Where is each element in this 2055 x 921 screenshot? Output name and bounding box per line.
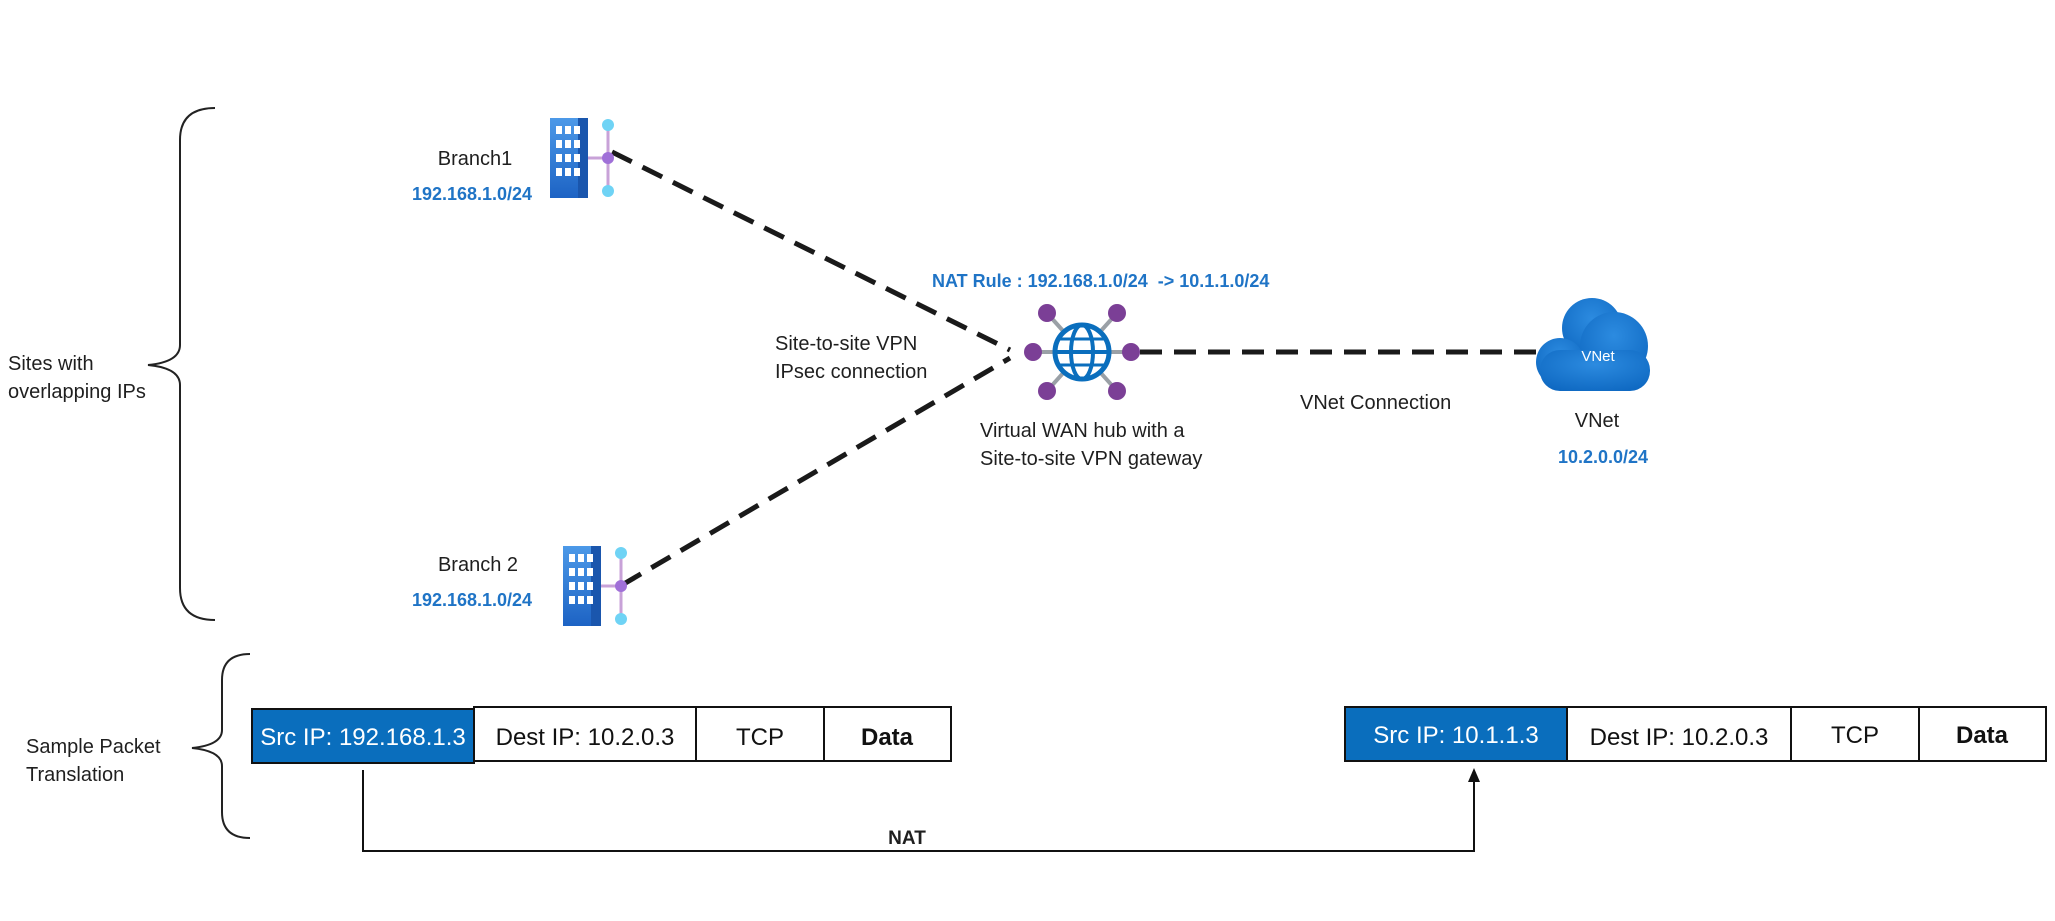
- packet-after-src: Src IP: 10.1.1.3: [1373, 722, 1538, 749]
- sites-brace-label: Sites with overlapping IPs: [8, 353, 146, 403]
- branch2-name: Branch 2: [438, 554, 518, 576]
- vnet-icon-text: VNet: [1581, 348, 1615, 365]
- sample-brace-label-line2: Translation: [26, 764, 124, 786]
- packet-before-dest-cell: [473, 706, 697, 762]
- packet-after-src-cell: [1344, 706, 1568, 762]
- nat-arrow: [362, 770, 1475, 852]
- sites-brace-label-line2: overlapping IPs: [8, 381, 146, 403]
- packet-before-data-cell: [823, 706, 952, 762]
- branch1-name: Branch1: [438, 148, 513, 170]
- sample-brace: [191, 653, 251, 839]
- vnet-name: VNet: [1575, 410, 1620, 432]
- packet-after-dest: Dest IP: 10.2.0.3: [1590, 724, 1769, 751]
- sites-brace: [147, 107, 216, 621]
- vnet-connection-label: VNet Connection: [1300, 392, 1451, 414]
- vpn-link-label-line1: Site-to-site VPN: [775, 333, 917, 355]
- packet-after-data: Data: [1956, 722, 2009, 749]
- branch2-ip: 192.168.1.0/24: [412, 590, 532, 610]
- packet-after-data-cell: [1918, 706, 2047, 762]
- sample-brace-label-line1: Sample Packet: [26, 736, 161, 758]
- packet-before-proto: TCP: [736, 724, 784, 751]
- packet-before-src: Src IP: 192.168.1.3: [260, 724, 465, 751]
- hub-label-line2: Site-to-site VPN gateway: [980, 448, 1202, 470]
- packet-after: Src IP: 10.1.1.3 Dest IP: 10.2.0.3 TCP D…: [1344, 706, 2047, 762]
- vpn-link-label-line2: IPsec connection: [775, 361, 927, 383]
- hub-label: Virtual WAN hub with a Site-to-site VPN …: [980, 420, 1202, 470]
- packet-before-src-cell: [251, 708, 475, 764]
- hub-label-line1: Virtual WAN hub with a: [980, 420, 1185, 442]
- link-branch2-hub: [620, 355, 1012, 588]
- packet-before-proto-cell: [695, 706, 825, 762]
- packet-before-data: Data: [861, 724, 914, 751]
- packet-before: Src IP: 192.168.1.3 Dest IP: 10.2.0.3 TC…: [251, 706, 952, 764]
- branch1-ip: 192.168.1.0/24: [412, 184, 532, 204]
- sample-brace-label: Sample Packet Translation: [26, 736, 166, 786]
- vnet-cloud-icon: VNet: [1536, 298, 1650, 391]
- link-branch1-hub: [610, 149, 1012, 353]
- nat-arrowhead: [1468, 768, 1480, 782]
- branch1-building-icon: [550, 118, 614, 198]
- packet-after-dest-cell: [1566, 706, 1792, 762]
- nat-arrow-label: NAT: [888, 828, 926, 849]
- packet-before-dest: Dest IP: 10.2.0.3: [496, 724, 675, 751]
- branch2-building-icon: [563, 546, 627, 626]
- vpn-link-label: Site-to-site VPN IPsec connection: [775, 333, 927, 383]
- nat-rule-label: NAT Rule : 192.168.1.0/24 -> 10.1.1.0/24: [932, 271, 1269, 291]
- packet-after-proto: TCP: [1831, 722, 1879, 749]
- vnet-ip: 10.2.0.0/24: [1558, 447, 1648, 467]
- virtual-wan-hub-icon: [1024, 304, 1140, 400]
- sites-brace-label-line1: Sites with: [8, 353, 94, 375]
